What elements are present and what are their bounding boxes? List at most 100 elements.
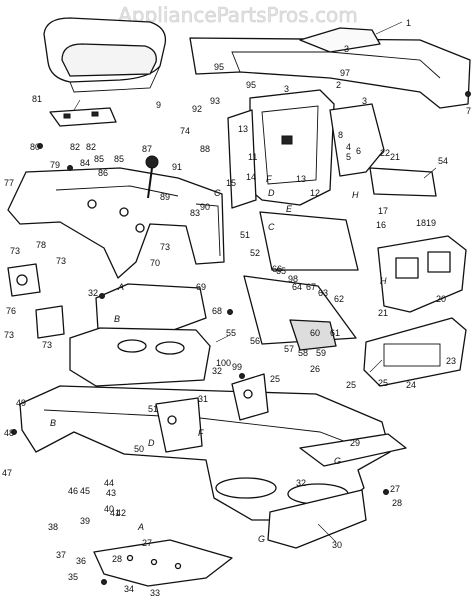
center-bracket bbox=[155, 373, 269, 453]
part-number-label: 76 bbox=[6, 306, 16, 316]
part-number-label: 68 bbox=[212, 306, 222, 316]
part-number-label: 27 bbox=[142, 538, 152, 548]
leader-lines bbox=[73, 21, 437, 543]
part-number-label: 14 bbox=[246, 172, 256, 182]
part-number-label: 35 bbox=[68, 572, 78, 582]
ref-letter: F bbox=[198, 428, 204, 438]
part-number-label: 69 bbox=[196, 282, 206, 292]
part-number-label: 55 bbox=[226, 328, 236, 338]
ref-letter: A bbox=[137, 522, 144, 532]
part-number-label: 67 bbox=[306, 282, 316, 292]
rear-cover bbox=[95, 283, 207, 333]
part-number-label: 63 bbox=[318, 288, 328, 298]
ref-letter: G bbox=[258, 534, 265, 544]
part-number-label: 17 bbox=[378, 206, 388, 216]
part-number-label: 56 bbox=[250, 336, 260, 346]
dash-panel bbox=[227, 89, 335, 209]
part-number-label: 20 bbox=[436, 294, 446, 304]
part-number-label: 86 bbox=[98, 168, 108, 178]
part-number-label: 78 bbox=[36, 240, 46, 250]
part-number-label: 50 bbox=[134, 444, 144, 454]
part-number-label: 1 bbox=[406, 18, 411, 28]
part-number-label: 62 bbox=[334, 294, 344, 304]
bolts bbox=[11, 91, 471, 585]
part-number-label: 88 bbox=[200, 144, 210, 154]
part-number-label: 99 bbox=[232, 362, 242, 372]
part-number-label: 30 bbox=[332, 540, 342, 550]
part-number-label: 37 bbox=[56, 550, 66, 560]
part-number-label: 65 bbox=[276, 266, 286, 276]
fender bbox=[7, 167, 225, 279]
shift-lever bbox=[145, 155, 159, 199]
part-number-label: 38 bbox=[48, 522, 58, 532]
watermark: AppliancePartsPros.com bbox=[118, 3, 358, 27]
part-number-label: 82 bbox=[70, 142, 80, 152]
part-number-label: 87 bbox=[142, 144, 152, 154]
ref-letter: H bbox=[380, 276, 387, 286]
part-number-label: 31 bbox=[198, 394, 208, 404]
ref-letter: D bbox=[268, 188, 275, 198]
part-number-label: 28 bbox=[112, 554, 122, 564]
ref-letter: G bbox=[334, 456, 341, 466]
battery bbox=[69, 327, 211, 387]
part-number-label: 57 bbox=[284, 344, 294, 354]
seat-bracket bbox=[49, 107, 117, 127]
light-bracket bbox=[7, 263, 65, 339]
ref-letter: B bbox=[114, 314, 120, 324]
part-number-label: 34 bbox=[124, 584, 134, 594]
part-number-label: 54 bbox=[438, 156, 448, 166]
part-number-label: 84 bbox=[80, 158, 90, 168]
part-number-label: 6 bbox=[356, 146, 361, 156]
part-number-label: 21 bbox=[390, 152, 400, 162]
part-number-label: 39 bbox=[80, 516, 90, 526]
part-number-label: 13 bbox=[296, 174, 306, 184]
part-number-label: 97 bbox=[340, 68, 350, 78]
part-number-label: 49 bbox=[16, 398, 26, 408]
part-number-label: 95 bbox=[246, 80, 256, 90]
part-number-label: 45 bbox=[80, 486, 90, 496]
part-number-label: 7 bbox=[466, 106, 471, 116]
part-number-label: 4 bbox=[346, 142, 351, 152]
part-number-label: 61 bbox=[330, 328, 340, 338]
part-number-label: 73 bbox=[4, 330, 14, 340]
part-number-label: 2 bbox=[336, 80, 341, 90]
ref-letter: E bbox=[286, 204, 293, 214]
part-number-label: 90 bbox=[200, 202, 210, 212]
part-number-label: 29 bbox=[350, 438, 360, 448]
part-number-label: 25 bbox=[270, 374, 280, 384]
part-number-label: 91 bbox=[172, 162, 182, 172]
part-number-label: 16 bbox=[376, 220, 386, 230]
part-labels: 1 2 3 3 3 4 5 6 7 8 9 11 12 13 13 14 15 … bbox=[2, 18, 471, 598]
part-number-label: 44 bbox=[104, 478, 114, 488]
part-number-label: 48 bbox=[4, 428, 14, 438]
part-number-label: 25 bbox=[346, 380, 356, 390]
part-number-label: 27 bbox=[390, 484, 400, 494]
part-number-label: 74 bbox=[180, 126, 190, 136]
part-number-label: 79 bbox=[50, 160, 60, 170]
part-number-label: 22 bbox=[380, 148, 390, 158]
part-number-label: 98 bbox=[288, 274, 298, 284]
part-number-label: 58 bbox=[298, 348, 308, 358]
frame bbox=[19, 385, 391, 521]
part-number-label: 15 bbox=[226, 178, 236, 188]
side-rail bbox=[267, 433, 407, 549]
part-number-label: 85 bbox=[114, 154, 124, 164]
part-number-label: 21 bbox=[378, 308, 388, 318]
ref-letter: D bbox=[148, 438, 155, 448]
seat bbox=[43, 17, 167, 93]
part-number-label: 3 bbox=[284, 84, 289, 94]
part-number-label: 92 bbox=[192, 104, 202, 114]
part-number-label: 26 bbox=[310, 364, 320, 374]
hood-bracket bbox=[329, 103, 437, 197]
part-number-label: 73 bbox=[160, 242, 170, 252]
part-number-label: 42 bbox=[116, 508, 126, 518]
part-number-label: 66 bbox=[272, 264, 282, 274]
ref-letter: H bbox=[352, 190, 359, 200]
part-number-label: 24 bbox=[406, 380, 416, 390]
part-number-label: 93 bbox=[210, 96, 220, 106]
part-number-label: 19 bbox=[426, 218, 436, 228]
ref-letter: F bbox=[266, 174, 272, 184]
part-number-label: 32 bbox=[88, 288, 98, 298]
part-number-label: 89 bbox=[160, 192, 170, 202]
part-number-label: 85 bbox=[94, 154, 104, 164]
